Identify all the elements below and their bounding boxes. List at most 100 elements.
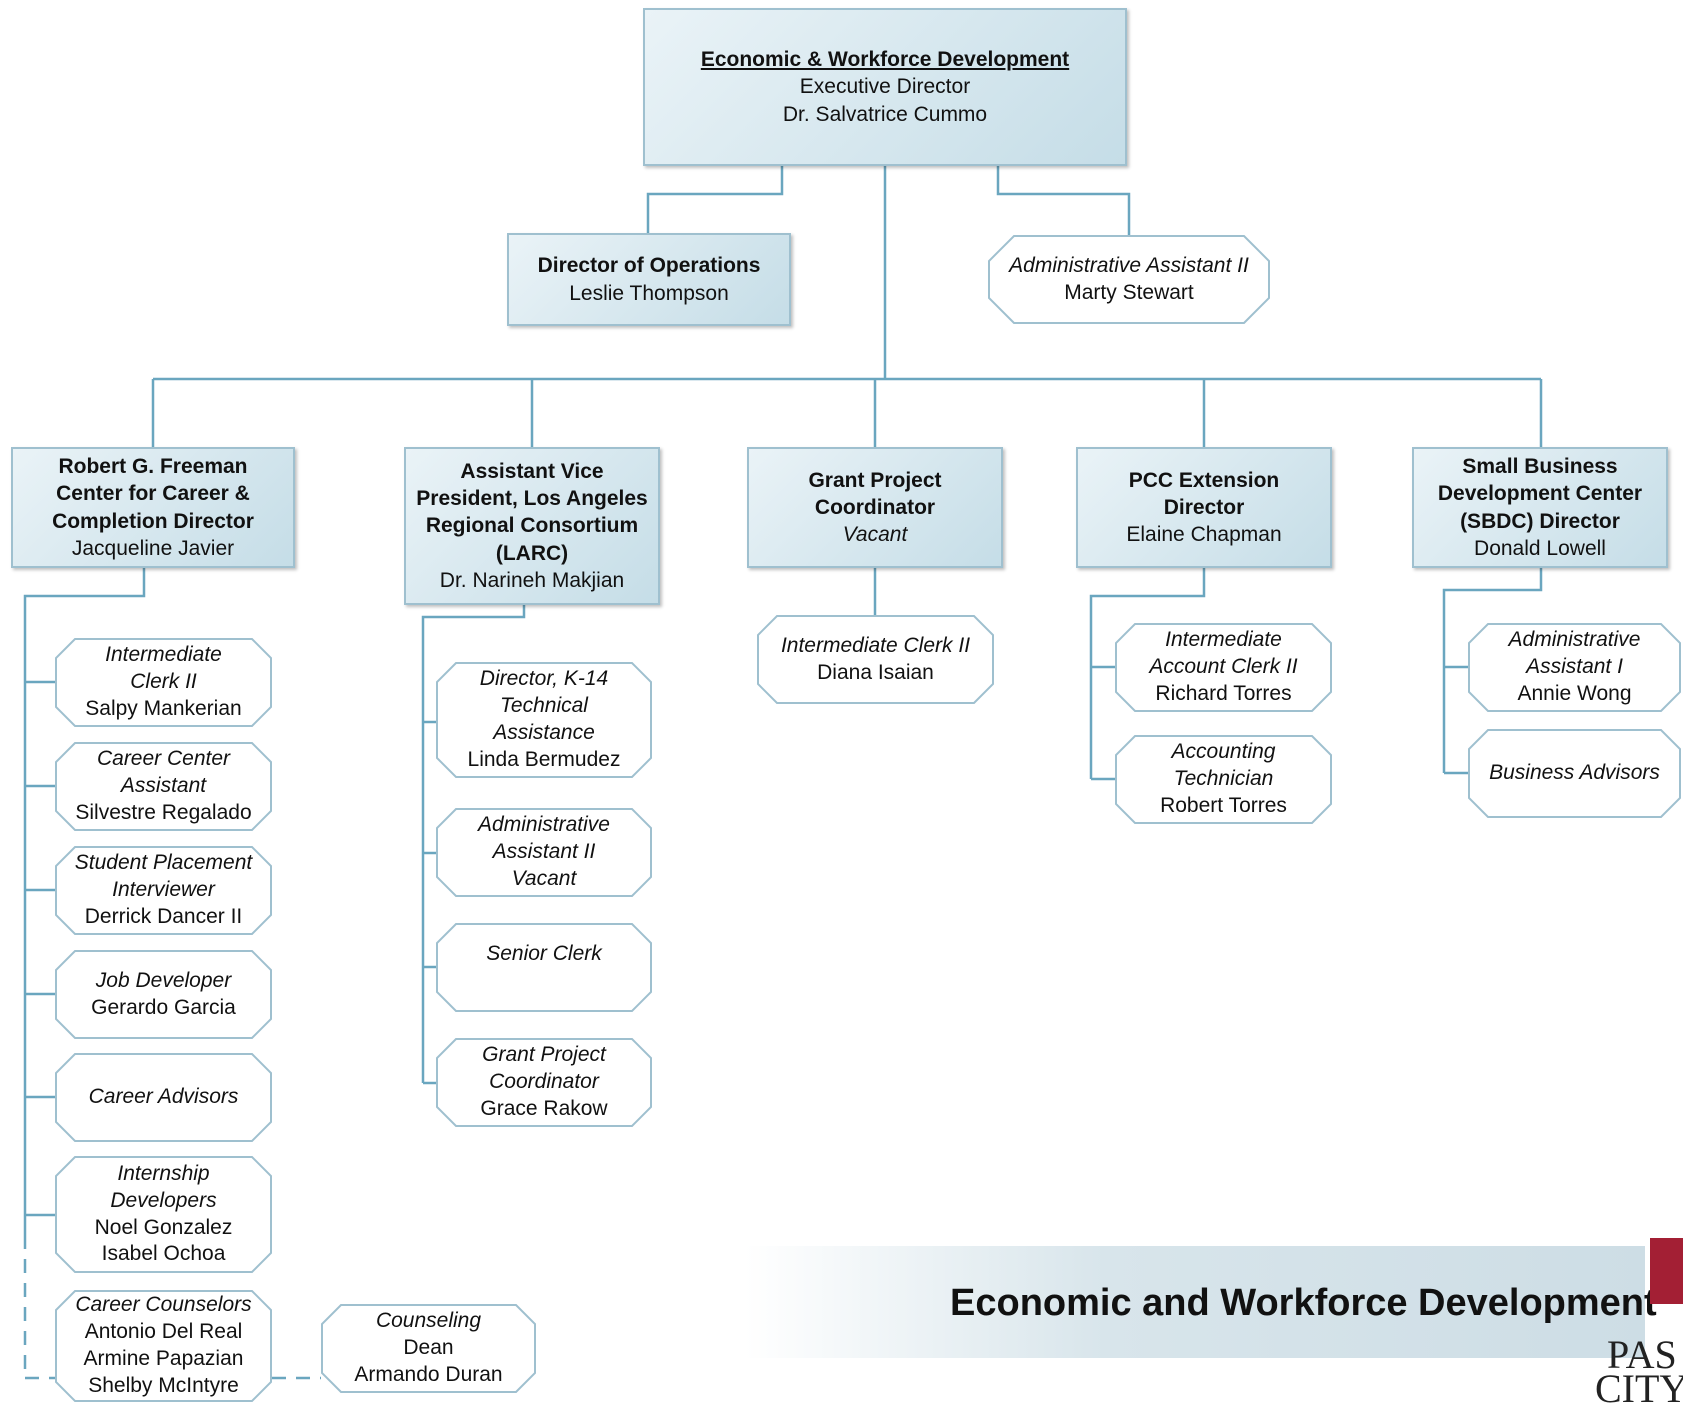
freeman-director-box: Robert G. Freeman Center for Career & Co… <box>11 447 295 568</box>
ops-name: Leslie Thompson <box>569 281 729 305</box>
pcc-title-2: Director <box>1163 495 1245 519</box>
pcc-name: Elaine Chapman <box>1126 523 1282 547</box>
staff-title: Career Center <box>96 747 231 771</box>
staff-box-career-center-assistant: Career Center Assistant Silvestre Regala… <box>55 742 272 831</box>
staff-name: Grace Rakow <box>480 1096 608 1120</box>
director-of-operations-box: Director of Operations Leslie Thompson <box>507 233 791 326</box>
staff-title: Account Clerk II <box>1149 655 1298 679</box>
staff-title: Director, K-14 <box>479 667 609 691</box>
staff-title: Student Placement <box>74 851 253 875</box>
staff-name: Salpy Mankerian <box>85 696 242 720</box>
freeman-title-1: Robert G. Freeman <box>58 454 248 478</box>
staff-name: Isabel Ochoa <box>101 1242 226 1266</box>
college-logo-text: PAS CITY C <box>1595 1332 1683 1411</box>
executive-title: Executive Director <box>799 75 971 99</box>
freeman-title-3: Completion Director <box>52 509 254 533</box>
department-name: Economic & Workforce Development <box>700 48 1070 72</box>
executive-director-box: Economic & Workforce Development Executi… <box>643 8 1127 166</box>
freeman-title-2: Center for Career & <box>56 482 250 506</box>
staff-title: Career Counselors <box>75 1293 252 1317</box>
staff-box-accounting-technician: Accounting Technician Robert Torres <box>1115 735 1332 824</box>
staff-name: Robert Torres <box>1160 793 1287 817</box>
staff-name: Silvestre Regalado <box>75 800 252 824</box>
staff-title: Assistance <box>493 721 595 744</box>
executive-name: Dr. Salvatrice Cummo <box>782 102 988 126</box>
staff-name: Gerardo Garcia <box>91 995 236 1019</box>
staff-title: Intermediate Clerk II <box>780 633 971 657</box>
staff-box-career-counselors: Career Counselors Antonio Del Real Armin… <box>55 1290 272 1402</box>
larc-title-4: (LARC) <box>495 541 569 565</box>
staff-name: Diana Isaian <box>817 660 934 684</box>
staff-box-business-advisors: Business Advisors <box>1468 729 1681 818</box>
freeman-name: Jacqueline Javier <box>71 536 235 560</box>
administrative-assistant-box: Administrative Assistant II Marty Stewar… <box>988 235 1270 324</box>
staff-title: Career Advisors <box>88 1085 239 1109</box>
staff-box-career-advisors: Career Advisors <box>55 1053 272 1142</box>
staff-title: Vacant <box>511 866 577 890</box>
sbdc-title-1: Small Business <box>1462 454 1618 478</box>
staff-name: Noel Gonzalez <box>94 1215 233 1239</box>
staff-title: Technical <box>500 694 588 718</box>
staff-box-intermediate-clerk: Intermediate Clerk II Salpy Mankerian <box>55 638 272 727</box>
grant-coordinator-box: Grant Project Coordinator Vacant <box>747 447 1003 568</box>
larc-title-3: Regional Consortium <box>425 514 639 538</box>
ops-title: Director of Operations <box>537 254 761 278</box>
staff-title: Developers <box>110 1188 217 1212</box>
staff-title: Coordinator <box>489 1070 599 1094</box>
staff-title: Grant Project <box>482 1043 606 1067</box>
staff-title: Intermediate <box>105 643 222 667</box>
staff-title: Assistant I <box>1526 655 1623 679</box>
staff-box-larc-admin-assistant: Administrative Assistant II Vacant <box>436 808 652 897</box>
larc-title-1: Assistant Vice <box>460 459 604 483</box>
staff-title: Clerk II <box>130 670 197 694</box>
larc-name: Dr. Narineh Makjian <box>439 568 625 592</box>
staff-title: Technician <box>1173 767 1274 791</box>
staff-name: Antonio Del Real <box>84 1320 243 1344</box>
grant-title-1: Grant Project <box>808 468 942 492</box>
admin-asst-name: Marty Stewart <box>1064 280 1194 304</box>
staff-name: Dean <box>403 1336 454 1360</box>
staff-box-student-placement: Student Placement Interviewer Derrick Da… <box>55 846 272 935</box>
staff-name: Derrick Dancer II <box>84 904 243 928</box>
pcc-title-1: PCC Extension <box>1128 468 1280 492</box>
staff-box-director-k14: Director, K-14 Technical Assistance Lind… <box>436 662 652 778</box>
staff-title: Counseling <box>375 1309 482 1333</box>
staff-name: Armando Duran <box>354 1362 503 1386</box>
staff-title: Intermediate <box>1165 628 1282 652</box>
staff-name: Annie Wong <box>1517 681 1632 705</box>
grant-name: Vacant <box>842 523 908 547</box>
logo-line-2: CITY C <box>1595 1366 1683 1411</box>
staff-box-job-developer: Job Developer Gerardo Garcia <box>55 950 272 1039</box>
sbdc-name: Donald Lowell <box>1474 536 1606 560</box>
staff-name: Linda Bermudez <box>467 747 621 771</box>
staff-title: Administrative <box>478 813 610 837</box>
admin-asst-title: Administrative Assistant II <box>1009 253 1249 277</box>
staff-box-account-clerk: Intermediate Account Clerk II Richard To… <box>1115 623 1332 712</box>
staff-title: Senior Clerk <box>486 942 602 965</box>
staff-title: Assistant <box>120 774 207 798</box>
staff-box-sbdc-admin-assistant: Administrative Assistant I Annie Wong <box>1468 623 1681 712</box>
staff-title: Accounting <box>1171 740 1276 764</box>
staff-name: Shelby McIntyre <box>88 1373 239 1397</box>
staff-box-senior-clerk: Senior Clerk <box>436 923 652 1012</box>
staff-title: Internship <box>117 1161 210 1185</box>
staff-box-grant-intermediate-clerk: Intermediate Clerk II Diana Isaian <box>757 615 994 704</box>
larc-director-box: Assistant Vice President, Los Angeles Re… <box>404 447 660 605</box>
footer-banner <box>745 1246 1645 1358</box>
staff-title: Business Advisors <box>1489 761 1660 785</box>
grant-title-2: Coordinator <box>814 495 936 519</box>
staff-box-internship-developers: Internship Developers Noel Gonzalez Isab… <box>55 1156 272 1273</box>
sbdc-title-3: (SBDC) Director <box>1460 509 1620 533</box>
pcc-extension-director-box: PCC Extension Director Elaine Chapman <box>1076 447 1332 568</box>
logo-line-1: PAS <box>1607 1332 1677 1377</box>
staff-name: Armine Papazian <box>83 1347 244 1370</box>
staff-name: Richard Torres <box>1155 681 1292 705</box>
staff-box-larc-grant-coordinator: Grant Project Coordinator Grace Rakow <box>436 1038 652 1127</box>
staff-title: Interviewer <box>112 878 215 902</box>
counseling-dean-box: Counseling Dean Armando Duran <box>321 1304 536 1393</box>
sbdc-title-2: Development Center <box>1437 482 1643 506</box>
larc-title-2: President, Los Angeles <box>416 487 648 511</box>
footer-banner-title: Economic and Workforce Development <box>950 1282 1657 1324</box>
staff-title: Administrative <box>1508 628 1641 652</box>
